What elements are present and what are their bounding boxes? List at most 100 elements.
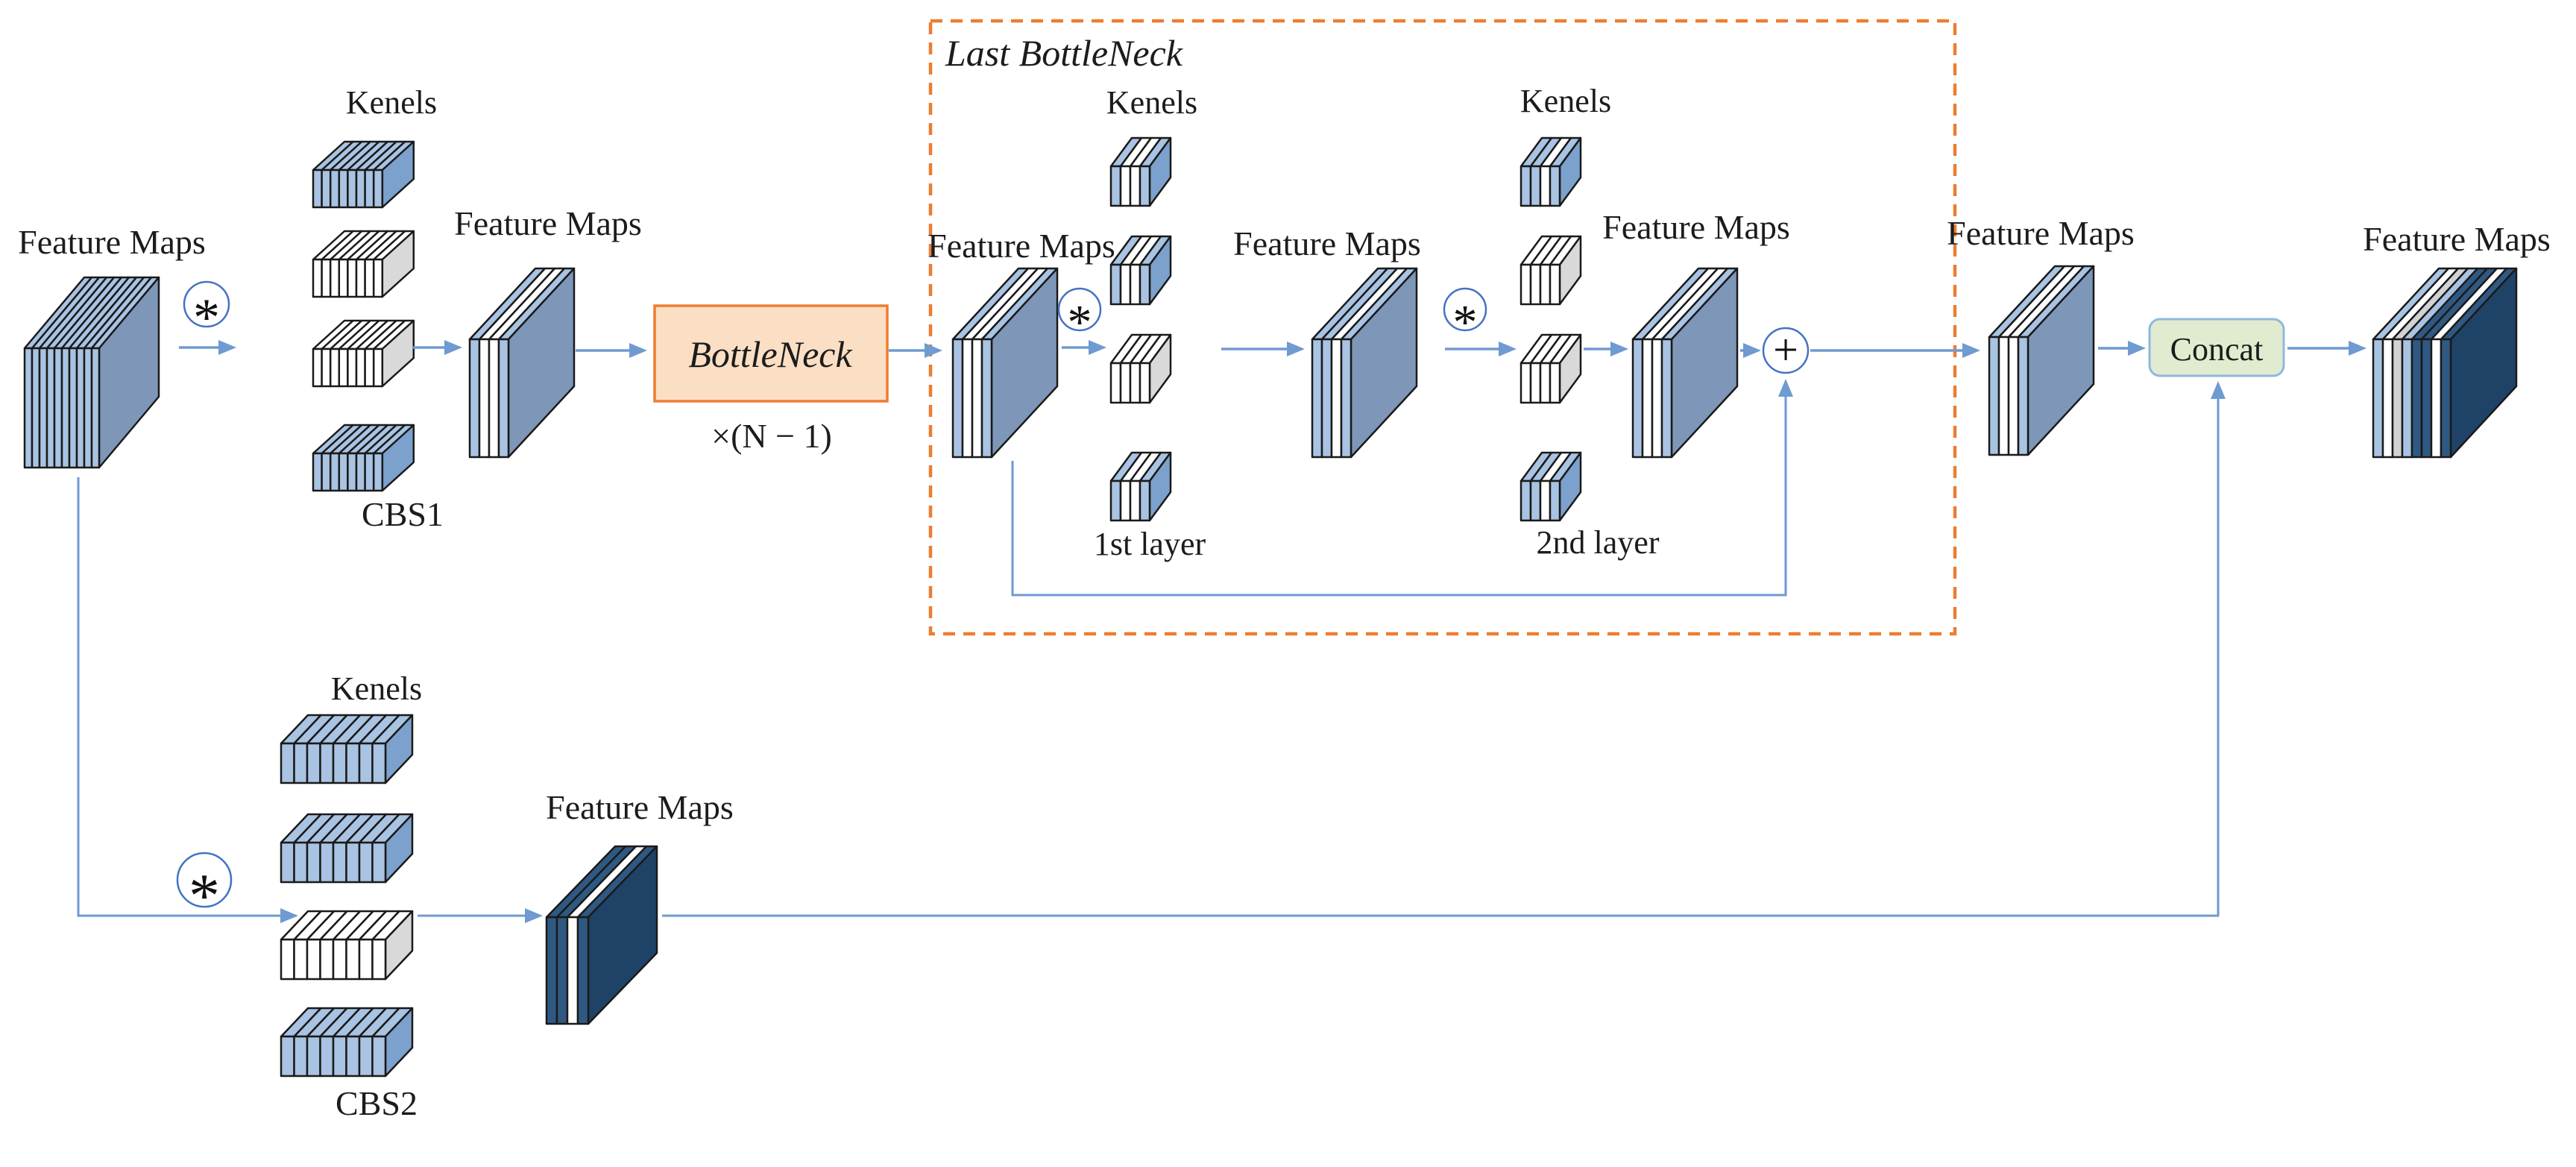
slab-front-stripe xyxy=(371,938,387,981)
slab-front-stripe xyxy=(372,169,384,209)
slab-front-stripe xyxy=(347,169,358,209)
last-bottleneck-dashed-box xyxy=(928,19,1957,636)
slab-front-stripe xyxy=(1997,336,2010,456)
slab-front-stripe xyxy=(90,347,101,469)
slab-front-stripe xyxy=(280,1035,295,1078)
skip-connection-to-add xyxy=(1011,379,1793,597)
slab-front-stripe xyxy=(371,1035,387,1078)
slab-front-stripe xyxy=(2430,338,2443,459)
slab-front-stripe xyxy=(566,916,579,1025)
cbs1-kernel-3 xyxy=(312,319,415,388)
slab-front-stripe xyxy=(347,347,358,388)
slab-front-stripe xyxy=(1539,263,1552,306)
slab-front-stripe xyxy=(1139,165,1151,207)
slab-front-stripe xyxy=(961,338,974,459)
layer1-kernel-1 xyxy=(1109,136,1172,207)
slab-front-stripe xyxy=(1641,338,1654,459)
slab-front-stripe xyxy=(45,347,56,469)
feature-maps-label-5: Feature Maps xyxy=(1602,208,1790,246)
slab-front-stripe xyxy=(312,347,323,388)
slab-front-stripe xyxy=(321,347,332,388)
arrow-concat-to-output xyxy=(2287,341,2366,356)
slab-front-stripe xyxy=(293,1035,309,1078)
layer2-kernel-2 xyxy=(1520,235,1582,306)
slab-front-stripe xyxy=(1311,338,1323,459)
slab-front-stripe xyxy=(2017,336,2029,456)
first-layer-label: 1st layer xyxy=(1094,526,1206,562)
slab-front-stripe xyxy=(371,841,387,884)
slab-front-stripe xyxy=(345,938,361,981)
branch-line-to-concat xyxy=(662,381,2226,917)
slab-front-stripe xyxy=(1539,479,1552,522)
slab-front-stripe xyxy=(53,347,63,469)
flow-arrowhead xyxy=(629,343,647,358)
slab-front-stripe xyxy=(1529,263,1542,306)
slab-front-stripe xyxy=(38,347,48,469)
slab-front-stripe xyxy=(332,1035,347,1078)
slab-front-stripe xyxy=(1549,263,1561,306)
cbs2-kernel-4 xyxy=(280,1007,414,1078)
slab-front-stripe xyxy=(306,1035,321,1078)
slab-front-stripe xyxy=(321,452,332,492)
slab-front-stripe xyxy=(1139,362,1151,404)
slab-front-stripe xyxy=(1631,338,1644,459)
flow-arrowhead xyxy=(1743,343,1761,358)
layer2-kernel-4 xyxy=(1520,451,1582,522)
second-layer-label: 2nd layer xyxy=(1537,524,1660,561)
slab-front-stripe xyxy=(1529,165,1542,207)
arrow-fm5-to-add xyxy=(1740,343,1761,358)
arrow-fm6-to-concat xyxy=(2098,341,2146,356)
slab-front-stripe xyxy=(306,938,321,981)
arrow-input-to-cbs1 xyxy=(179,340,236,355)
last-bottleneck-title: Last BottleNeck xyxy=(945,32,1183,74)
output-feature-maps-block xyxy=(2372,267,2518,459)
slab-front-stripe xyxy=(951,338,964,459)
cbs2-kernel-3 xyxy=(280,910,414,981)
slab-front-stripe xyxy=(1988,336,2000,456)
arrow-layer1-to-fm4 xyxy=(1221,342,1305,356)
slab-front-stripe xyxy=(347,258,358,298)
slab-front-stripe xyxy=(358,938,374,981)
slab-front-stripe xyxy=(312,169,323,209)
arrow-fm2-to-bottleneck xyxy=(576,343,647,358)
cbs2-kernel-2 xyxy=(280,813,414,884)
slab-front-stripe xyxy=(329,452,341,492)
bottleneck-block: BottleNeck ×(N − 1) xyxy=(653,304,889,455)
slab-front-stripe xyxy=(1129,263,1141,306)
slab-front-stripe xyxy=(332,742,347,784)
slab-front-stripe xyxy=(1340,338,1352,459)
slab-front-stripe xyxy=(1139,263,1151,306)
slab-front-stripe xyxy=(312,258,323,298)
kernels-label-layer2: Kenels xyxy=(1520,83,1611,119)
add-operator-icon: + xyxy=(1762,325,1810,374)
layer2-kernel-3 xyxy=(1520,333,1582,404)
cbs2-kernel-1 xyxy=(280,714,414,784)
slab-front-stripe xyxy=(364,169,375,209)
flow-arrowhead xyxy=(2349,341,2366,356)
feature-maps-label-2: Feature Maps xyxy=(454,204,642,242)
slab-front-stripe xyxy=(23,347,34,469)
slab-front-stripe xyxy=(364,347,375,388)
slab-front-stripe xyxy=(345,742,361,784)
feature-maps-block-4 xyxy=(1311,267,1418,459)
flow-arrowhead xyxy=(525,908,543,923)
slab-front-stripe xyxy=(2007,336,2020,456)
branch-feature-maps-block xyxy=(545,845,658,1025)
slab-front-stripe xyxy=(332,938,347,981)
cbs1-label: CBS1 xyxy=(362,495,444,533)
slab-front-stripe xyxy=(364,258,375,298)
slab-front-stripe xyxy=(478,338,491,459)
slab-front-stripe xyxy=(1119,165,1132,207)
conv-operator-icon-3: * xyxy=(1443,287,1487,350)
flow-arrowhead xyxy=(1089,340,1106,355)
slab-front-stripe xyxy=(293,938,309,981)
slab-front-stripe xyxy=(1320,338,1333,459)
conv-operator-ring xyxy=(1443,287,1487,332)
slab-front-stripe xyxy=(332,841,347,884)
flow-line xyxy=(1011,397,1787,597)
slab-front-stripe xyxy=(1109,362,1122,404)
arrow-cbs2-to-branch-fm xyxy=(418,908,543,923)
slab-front-stripe xyxy=(1549,479,1561,522)
slab-front-stripe xyxy=(358,841,374,884)
arrow-fm3-to-layer1 xyxy=(1062,340,1106,355)
